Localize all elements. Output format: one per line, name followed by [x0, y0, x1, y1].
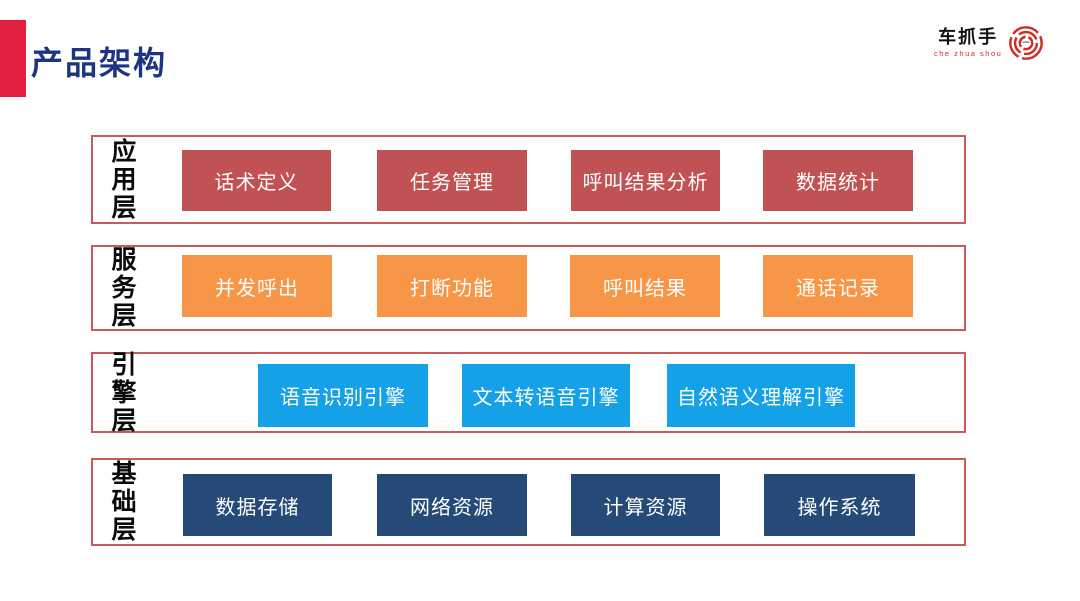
logo: 车抓手 che zhua shou	[934, 24, 1045, 62]
logo-brand-name: 车抓手	[938, 27, 999, 48]
layer-base-label: 基础层	[108, 460, 136, 544]
module-box: 文本转语音引擎	[462, 364, 630, 427]
module-box: 呼叫结果分析	[571, 150, 720, 211]
module-box: 计算资源	[571, 474, 720, 536]
logo-brand-pinyin: che zhua shou	[934, 48, 1003, 58]
module-box: 操作系统	[764, 474, 915, 536]
page-title: 产品架构	[31, 45, 168, 81]
module-box: 通话记录	[763, 255, 913, 317]
layer-base: 基础层 数据存储 网络资源 计算资源 操作系统	[91, 458, 966, 546]
module-box: 任务管理	[377, 150, 527, 211]
logo-car-glyph	[1021, 41, 1032, 46]
module-box: 并发呼出	[182, 255, 332, 317]
layer-application: 应用层 话术定义 任务管理 呼叫结果分析 数据统计	[91, 135, 966, 224]
title-accent-bar	[0, 20, 26, 97]
layer-service-label: 服务层	[108, 246, 136, 330]
layer-engine-label: 引擎层	[108, 350, 136, 435]
module-box: 呼叫结果	[570, 255, 720, 317]
logo-text: 车抓手 che zhua shou	[934, 27, 1003, 58]
module-box: 话术定义	[182, 150, 331, 211]
layer-engine: 引擎层 语音识别引擎 文本转语音引擎 自然语义理解引擎	[91, 350, 966, 435]
module-box: 数据存储	[183, 474, 332, 536]
layer-application-label: 应用层	[108, 137, 136, 222]
layer-service: 服务层 并发呼出 打断功能 呼叫结果 通话记录	[91, 245, 966, 331]
module-box: 数据统计	[763, 150, 913, 211]
module-box: 网络资源	[377, 474, 527, 536]
module-box: 打断功能	[377, 255, 527, 317]
module-box: 自然语义理解引擎	[667, 364, 855, 427]
logo-icon	[1009, 26, 1044, 60]
module-box: 语音识别引擎	[258, 364, 428, 427]
